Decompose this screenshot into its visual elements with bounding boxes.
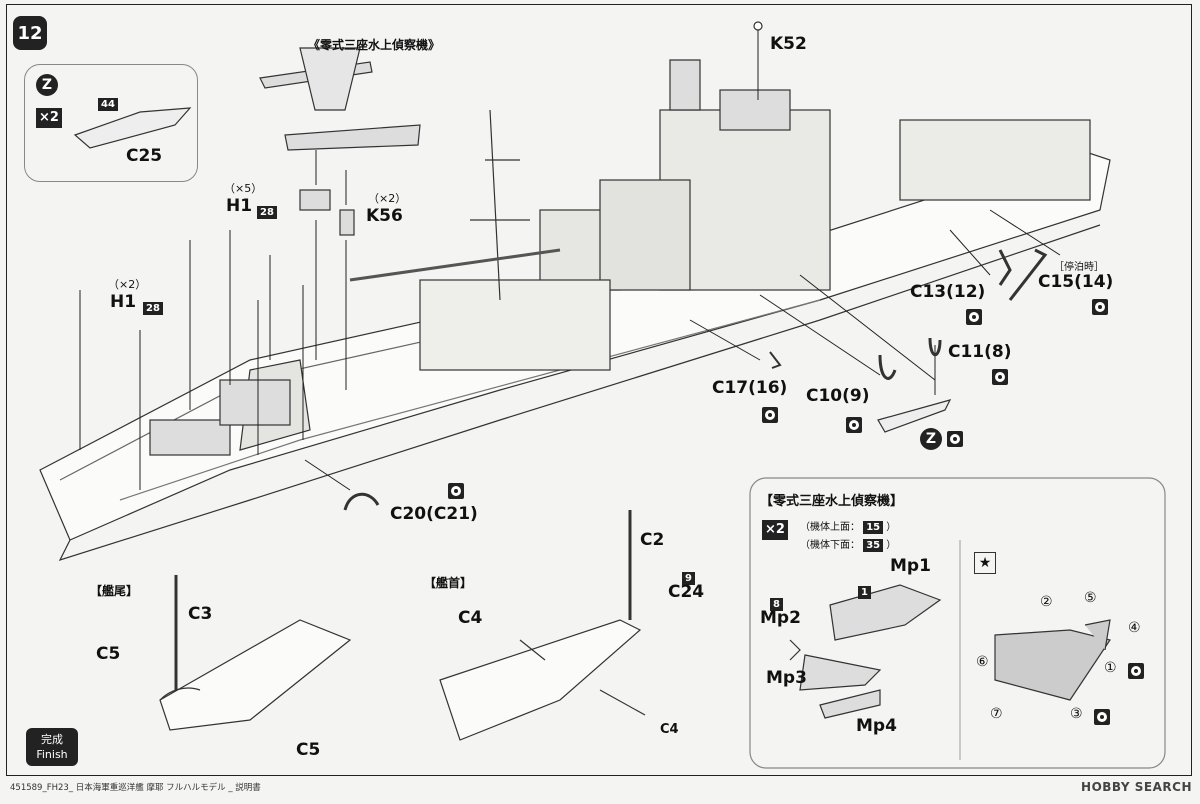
part-label-mp2: Mp2 (760, 608, 801, 628)
decal-1: ① (1104, 660, 1117, 676)
ship-turrets (149, 379, 291, 456)
loose-parts (299, 21, 1048, 511)
plane-assembly-box (749, 477, 1166, 769)
c24-paint: 9 (682, 566, 695, 585)
decal-3-mark (1094, 706, 1110, 725)
boat-option-box (24, 64, 198, 182)
mp2-paint: 8 (770, 592, 783, 611)
c11-mark (992, 366, 1008, 385)
h1-lower-count: （×2） (108, 278, 147, 291)
h1-upper-paint: 28 (257, 200, 277, 219)
plane-box-title: 【零式三座水上偵察機】 (760, 494, 904, 509)
part-label-c24: C24 (668, 582, 705, 602)
c20-mark (448, 480, 464, 499)
part-label-h1-upper: H1 (226, 196, 253, 216)
part-label-c3: C3 (188, 604, 213, 624)
h1-lower-paint: 28 (143, 296, 163, 315)
decal-2: ② (1040, 594, 1053, 610)
h1-upper-count: （×5） (224, 182, 263, 195)
decal-1-mark (1128, 660, 1144, 679)
boat-count-badge: ×2 (36, 106, 62, 128)
part-label-c4-top: C4 (458, 608, 483, 628)
stern-section (159, 575, 352, 731)
mp1-paint: 1 (858, 580, 871, 599)
k56-count: （×2） (368, 192, 407, 205)
stern-title: 【艦尾】 (90, 584, 139, 598)
part-label-c13: C13(12) (910, 282, 986, 302)
part-label-c5-bottom: C5 (296, 740, 321, 760)
c15-note: ［停泊時］ (1054, 262, 1104, 273)
part-label-k56: K56 (366, 206, 403, 226)
part-label-k52: K52 (770, 34, 807, 54)
decal-4: ④ (1128, 620, 1141, 636)
finish-badge: 完成 Finish (26, 728, 78, 766)
part-label-c4-bottom: C4 (660, 722, 679, 737)
part-label-mp4: Mp4 (856, 716, 897, 736)
boat-paint-number: 44 (98, 92, 118, 111)
instruction-frame (6, 4, 1192, 776)
bow-title: 【艦首】 (424, 576, 473, 590)
part-label-c11: C11(8) (948, 342, 1012, 362)
part-label-c2: C2 (640, 530, 665, 550)
c13-mark (966, 306, 982, 325)
c10-mark (846, 414, 862, 433)
footer-caption: 451589_FH23_ 日本海軍重巡洋艦 摩耶 フルハルモデル _ 説明書 (10, 783, 261, 793)
boat-c25 (73, 107, 192, 149)
plane-top-color: （機体上面： 15 ） (800, 521, 897, 534)
boat-z-marker: Z (920, 428, 964, 450)
part-label-c20: C20(C21) (390, 504, 478, 524)
part-label-c5-top: C5 (96, 644, 121, 664)
leader-lines (79, 30, 1061, 491)
part-label-mp1: Mp1 (890, 556, 931, 576)
c17-mark (762, 404, 778, 423)
bow-section (439, 510, 646, 741)
star-icon: ★ (974, 552, 996, 574)
seaplane-top (259, 47, 421, 151)
decal-7: ⑦ (990, 706, 1003, 722)
part-label-c25: C25 (126, 146, 163, 166)
decal-3: ③ (1070, 706, 1083, 722)
watermark: HOBBY SEARCH (1081, 780, 1192, 794)
part-label-mp3: Mp3 (766, 668, 807, 688)
part-label-h1-lower: H1 (110, 292, 137, 312)
decal-6: ⑥ (976, 654, 989, 670)
step-number: 12 (13, 16, 47, 50)
z-marker: Z (36, 74, 58, 96)
plane-bottom-color: （機体下面： 35 ） (800, 539, 897, 552)
part-label-c15: C15(14) (1038, 272, 1114, 292)
part-label-c10: C10(9) (806, 386, 870, 406)
c15-mark (1092, 296, 1108, 315)
decal-5: ⑤ (1084, 590, 1097, 606)
seaplane-title: 《零式三座水上偵察機》 (308, 38, 441, 52)
plane-count-badge: ×2 (762, 518, 788, 540)
part-label-c17: C17(16) (712, 378, 788, 398)
